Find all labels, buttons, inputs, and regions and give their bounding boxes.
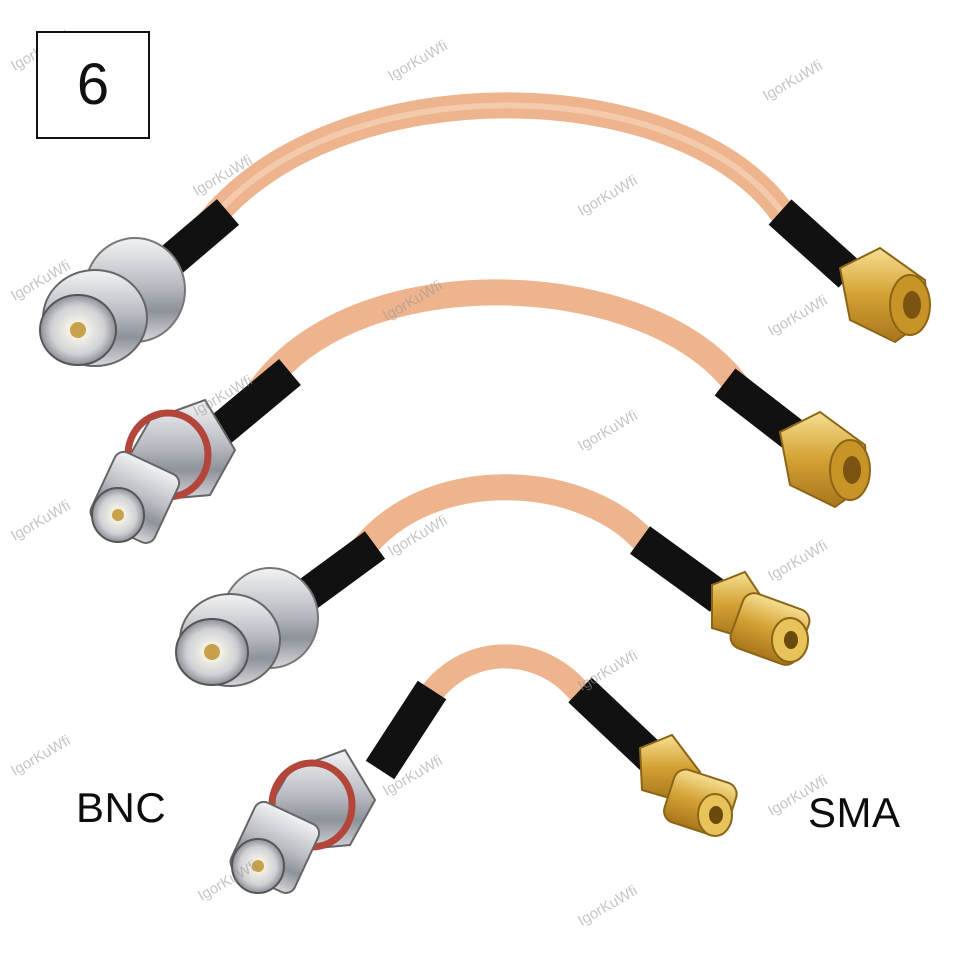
variant-number-badge: 6 — [36, 31, 150, 139]
sleeve-3a — [289, 531, 386, 614]
connector-label-bnc: BNC — [76, 784, 167, 831]
cable-assembly-4 — [229, 644, 738, 894]
variant-number: 6 — [76, 52, 110, 117]
cable-3 — [342, 474, 663, 573]
cable-assembly-3 — [175, 474, 811, 687]
cable-assembly-2 — [89, 279, 871, 544]
bnc-female-bulkhead-connector-2 — [89, 398, 237, 544]
bnc-male-connector-1 — [39, 237, 186, 367]
sma-male-connector-2 — [778, 410, 871, 509]
cable-4 — [408, 644, 597, 724]
bnc-male-connector-3 — [175, 567, 319, 687]
sleeve-4a — [365, 680, 447, 780]
cable-2 — [247, 279, 753, 403]
sma-male-connector-1 — [838, 246, 931, 344]
sleeve-1b — [768, 199, 862, 288]
sma-female-connector-4 — [638, 733, 738, 837]
connector-label-sma: SMA — [808, 789, 901, 836]
sma-female-connector-3 — [711, 570, 811, 666]
cable-1 — [192, 92, 803, 241]
sleeve-3b — [630, 526, 730, 612]
sleeve-4b — [568, 677, 664, 771]
bnc-female-bulkhead-connector-4 — [229, 748, 377, 894]
cable-assembly-1 — [39, 92, 931, 367]
sleeve-2a — [207, 358, 301, 446]
